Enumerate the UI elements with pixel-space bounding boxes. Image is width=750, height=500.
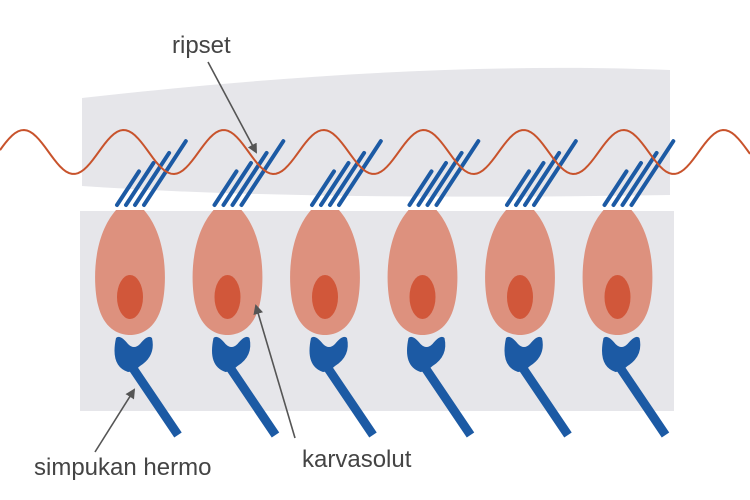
stereocilium [514, 161, 546, 207]
stereocilium [602, 169, 629, 207]
nerve-synapse [114, 336, 153, 372]
stereocilium [407, 169, 434, 207]
stereocilium [505, 169, 531, 207]
cell-nucleus [312, 275, 338, 319]
cell-body [95, 210, 165, 335]
nerve-synapse [407, 336, 446, 372]
cell-body [290, 210, 360, 335]
stereocilium [328, 150, 367, 207]
hair-cells [95, 139, 676, 438]
hair-cell [582, 139, 676, 438]
stereocilia-bundle [115, 139, 188, 207]
hair-cell [485, 139, 578, 438]
stereocilium [523, 150, 562, 207]
hair-cell-label: karvasolut [302, 446, 412, 473]
nerve-synapse [309, 336, 348, 372]
stereocilia-bundle [212, 139, 286, 207]
hair-cell-pointer-arrow [253, 304, 296, 439]
cell-nucleus [604, 275, 631, 319]
cell-nucleus [117, 275, 143, 319]
cell-nucleus [409, 275, 436, 319]
cell-nucleus [214, 275, 241, 319]
stereocilium [124, 161, 156, 207]
stereocilium [620, 150, 659, 207]
stereocilium [230, 150, 269, 207]
stereocilium [221, 161, 253, 207]
stereocilia-bundle [310, 139, 383, 207]
tectorial-membrane [82, 67, 670, 197]
sound-wave [0, 129, 750, 175]
stereocilium [319, 161, 351, 207]
hair-cell [387, 139, 481, 438]
cell-body [387, 210, 458, 335]
stereocilium [532, 139, 578, 207]
stereocilium [310, 169, 336, 207]
nerve-synapse [602, 336, 641, 372]
stereocilium [115, 169, 141, 207]
cell-nucleus [507, 275, 533, 319]
nerve-synapse [212, 336, 251, 372]
stereocilium [416, 161, 448, 207]
cell-body [485, 210, 555, 335]
stereocilium [239, 139, 286, 207]
cell-body [582, 210, 653, 335]
stereocilium [629, 139, 676, 207]
hair-cell [95, 139, 188, 438]
stereocilium [337, 139, 383, 207]
stereocilium [611, 161, 643, 207]
stereocilia-bundle [505, 139, 578, 207]
hair-cell [192, 139, 286, 438]
stereocilia-bundle [602, 139, 676, 207]
stereocilium [434, 139, 481, 207]
cilia-label: ripset [172, 32, 231, 59]
cell-body [192, 210, 263, 335]
stereocilium [142, 139, 188, 207]
nerve-pointer-arrow [94, 388, 136, 453]
nerve-label: simpukan hermo [34, 454, 212, 481]
stereocilium [133, 150, 172, 207]
nerve-synapse [504, 336, 543, 372]
hair-cell [290, 139, 383, 438]
stereocilium [212, 169, 239, 207]
cilia-pointer-arrow [207, 61, 257, 154]
basilar-membrane [80, 211, 674, 411]
